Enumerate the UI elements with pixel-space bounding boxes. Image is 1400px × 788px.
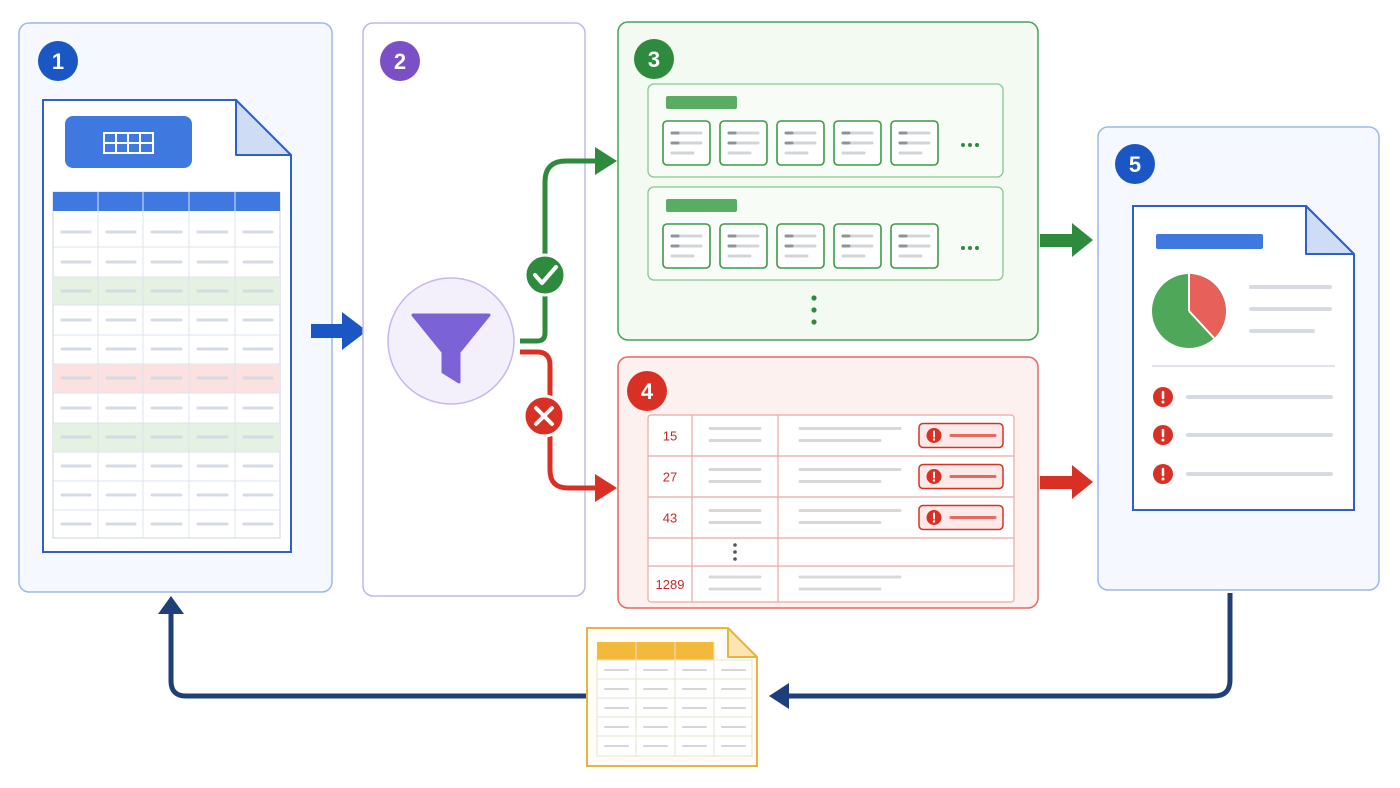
cross-icon [534, 406, 554, 426]
valid-record-card [719, 223, 768, 269]
panel-1-source-data: 1 [18, 22, 333, 593]
alert-icon [1153, 464, 1173, 484]
invalid-branch-connector [520, 349, 617, 502]
step-1-number: 1 [52, 49, 64, 74]
arrow-to-filter [311, 312, 367, 350]
valid-record-card [662, 120, 711, 166]
panel-5-report: 5 [1097, 126, 1380, 591]
feedback-loop-connector [158, 593, 1233, 709]
valid-record-card [890, 223, 939, 269]
error-row: 27 [648, 455, 1014, 490]
ellipsis-icon [961, 246, 979, 250]
error-row-number: 15 [663, 429, 677, 444]
corrected-spreadsheet-file-icon [586, 627, 758, 767]
valid-record-group [647, 83, 1004, 178]
valid-record-card [776, 120, 825, 166]
valid-record-card [890, 120, 939, 166]
error-row: 43 [648, 496, 1014, 531]
alert-icon [926, 510, 942, 525]
valid-record-card [719, 120, 768, 166]
valid-record-card [776, 223, 825, 269]
valid-record-card [833, 120, 882, 166]
valid-record-card [833, 223, 882, 269]
report-alert-item [1153, 464, 1333, 484]
error-badge [918, 504, 1004, 531]
report-alert-item [1153, 425, 1333, 445]
valid-record-card [662, 223, 711, 269]
ellipsis-icon [961, 143, 979, 147]
valid-branch-connector [520, 147, 617, 344]
filter-funnel-icon [411, 313, 491, 384]
alert-icon [926, 469, 942, 484]
step-2-number: 2 [394, 49, 406, 74]
alert-icon [1153, 387, 1173, 407]
check-icon [533, 265, 558, 285]
error-row-number: 1289 [656, 577, 685, 592]
panel-2-filter: 2 [362, 22, 586, 597]
error-row: 15 [663, 422, 1004, 449]
valid-record-group [647, 186, 1004, 281]
step-4-number: 4 [641, 379, 654, 404]
error-row-number: 43 [663, 511, 677, 526]
error-badge [918, 463, 1004, 490]
report-alert-item [1153, 387, 1333, 407]
arrow-errors-to-report [1040, 465, 1093, 499]
alert-icon [1153, 425, 1173, 445]
panel-4-error-records: 4 15 27 43 1289 [617, 356, 1039, 609]
step-5-number: 5 [1129, 152, 1141, 177]
error-badge [918, 422, 1004, 449]
vertical-ellipsis-icon [811, 295, 817, 325]
vertical-ellipsis-icon [733, 543, 737, 561]
pie-chart-icon [1152, 274, 1226, 348]
alert-icon [926, 428, 942, 443]
report-document-icon [1132, 205, 1355, 511]
error-row: 1289 [648, 565, 1014, 592]
arrow-valid-to-report [1040, 223, 1093, 257]
error-row-number: 27 [663, 470, 677, 485]
spreadsheet-file-icon [42, 99, 292, 553]
step-3-number: 3 [648, 47, 660, 72]
panel-3-valid-records: 3 [617, 21, 1039, 341]
